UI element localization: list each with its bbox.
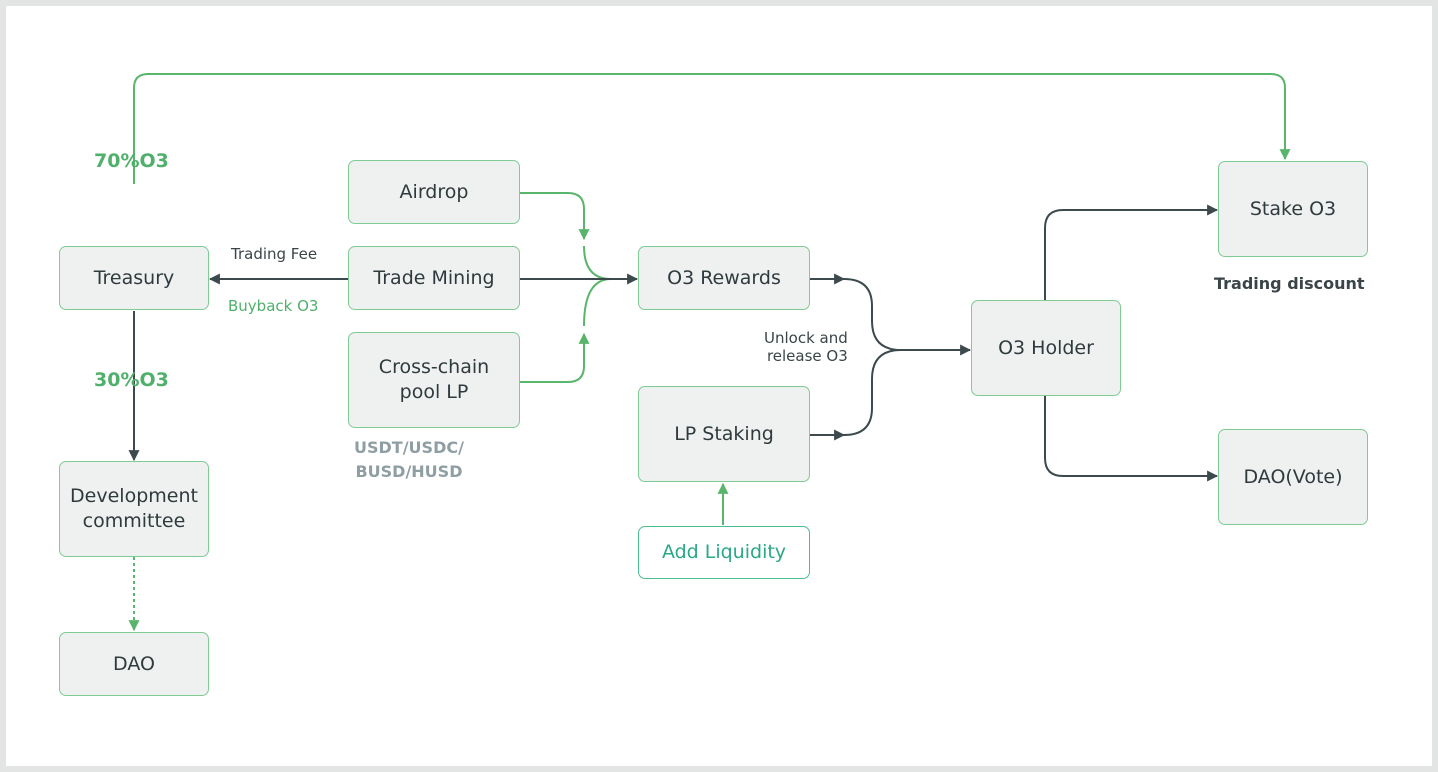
- edge-holder-to-dao-vote: [1044, 396, 1219, 482]
- stake-o3-node: Stake O3: [1218, 161, 1368, 257]
- label-trading-discount: Trading discount: [1214, 274, 1365, 293]
- airdrop-label: Airdrop: [399, 180, 469, 203]
- airdrop-node: Airdrop: [348, 160, 520, 224]
- cross-chain-pool-lp-label: Cross-chain pool LP: [378, 356, 490, 403]
- edge-airdrop-merge: [583, 245, 612, 280]
- label-70-percent: 70%O3: [94, 150, 169, 172]
- connector-layer: [128, 73, 1291, 632]
- label-trading-fee: Trading Fee: [231, 245, 318, 263]
- stake-o3-label: Stake O3: [1249, 197, 1337, 220]
- label-30-percent: 30%O3: [94, 369, 169, 391]
- edge-cross-chain-to-rewards: [519, 332, 590, 383]
- development-committee-label: Development committee: [70, 485, 198, 532]
- o3-rewards-node: O3 Rewards: [638, 246, 810, 310]
- label-unlock-release: Unlock and release O3: [764, 329, 848, 365]
- add-liquidity-label: Add Liquidity: [661, 541, 787, 563]
- cross-chain-pool-lp-node: Cross-chain pool LP: [348, 332, 520, 428]
- edge-lp-staking-to-holder: [843, 349, 902, 436]
- lp-staking-label: LP Staking: [674, 422, 774, 445]
- edge-treasury-to-stake-o3: [133, 73, 1291, 184]
- diagram-canvas: Treasury Development committee DAO Airdr…: [6, 6, 1432, 766]
- development-committee-node: Development committee: [59, 461, 209, 557]
- dao-node: DAO: [59, 632, 209, 696]
- edge-cross-chain-merge: [583, 278, 612, 327]
- trade-mining-node: Trade Mining: [348, 246, 520, 310]
- o3-rewards-label: O3 Rewards: [667, 266, 781, 289]
- dao-vote-label: DAO(Vote): [1243, 465, 1343, 488]
- label-buyback: Buyback O3: [228, 297, 319, 315]
- edge-holder-to-stake-o3: [1044, 204, 1219, 300]
- treasury-node: Treasury: [59, 246, 209, 310]
- edge-airdrop-to-rewards: [519, 192, 590, 241]
- lp-staking-node: LP Staking: [638, 386, 810, 482]
- label-stablecoins: USDT/USDC/ BUSD/HUSD: [354, 438, 464, 481]
- o3-holder-node: O3 Holder: [971, 300, 1121, 396]
- edge-rewards-to-holder: [843, 278, 902, 351]
- add-liquidity-node: Add Liquidity: [638, 526, 810, 579]
- o3-holder-label: O3 Holder: [998, 336, 1094, 359]
- dao-vote-node: DAO(Vote): [1218, 429, 1368, 525]
- dao-label: DAO: [113, 652, 155, 675]
- trade-mining-label: Trade Mining: [373, 266, 495, 289]
- treasury-label: Treasury: [93, 266, 175, 289]
